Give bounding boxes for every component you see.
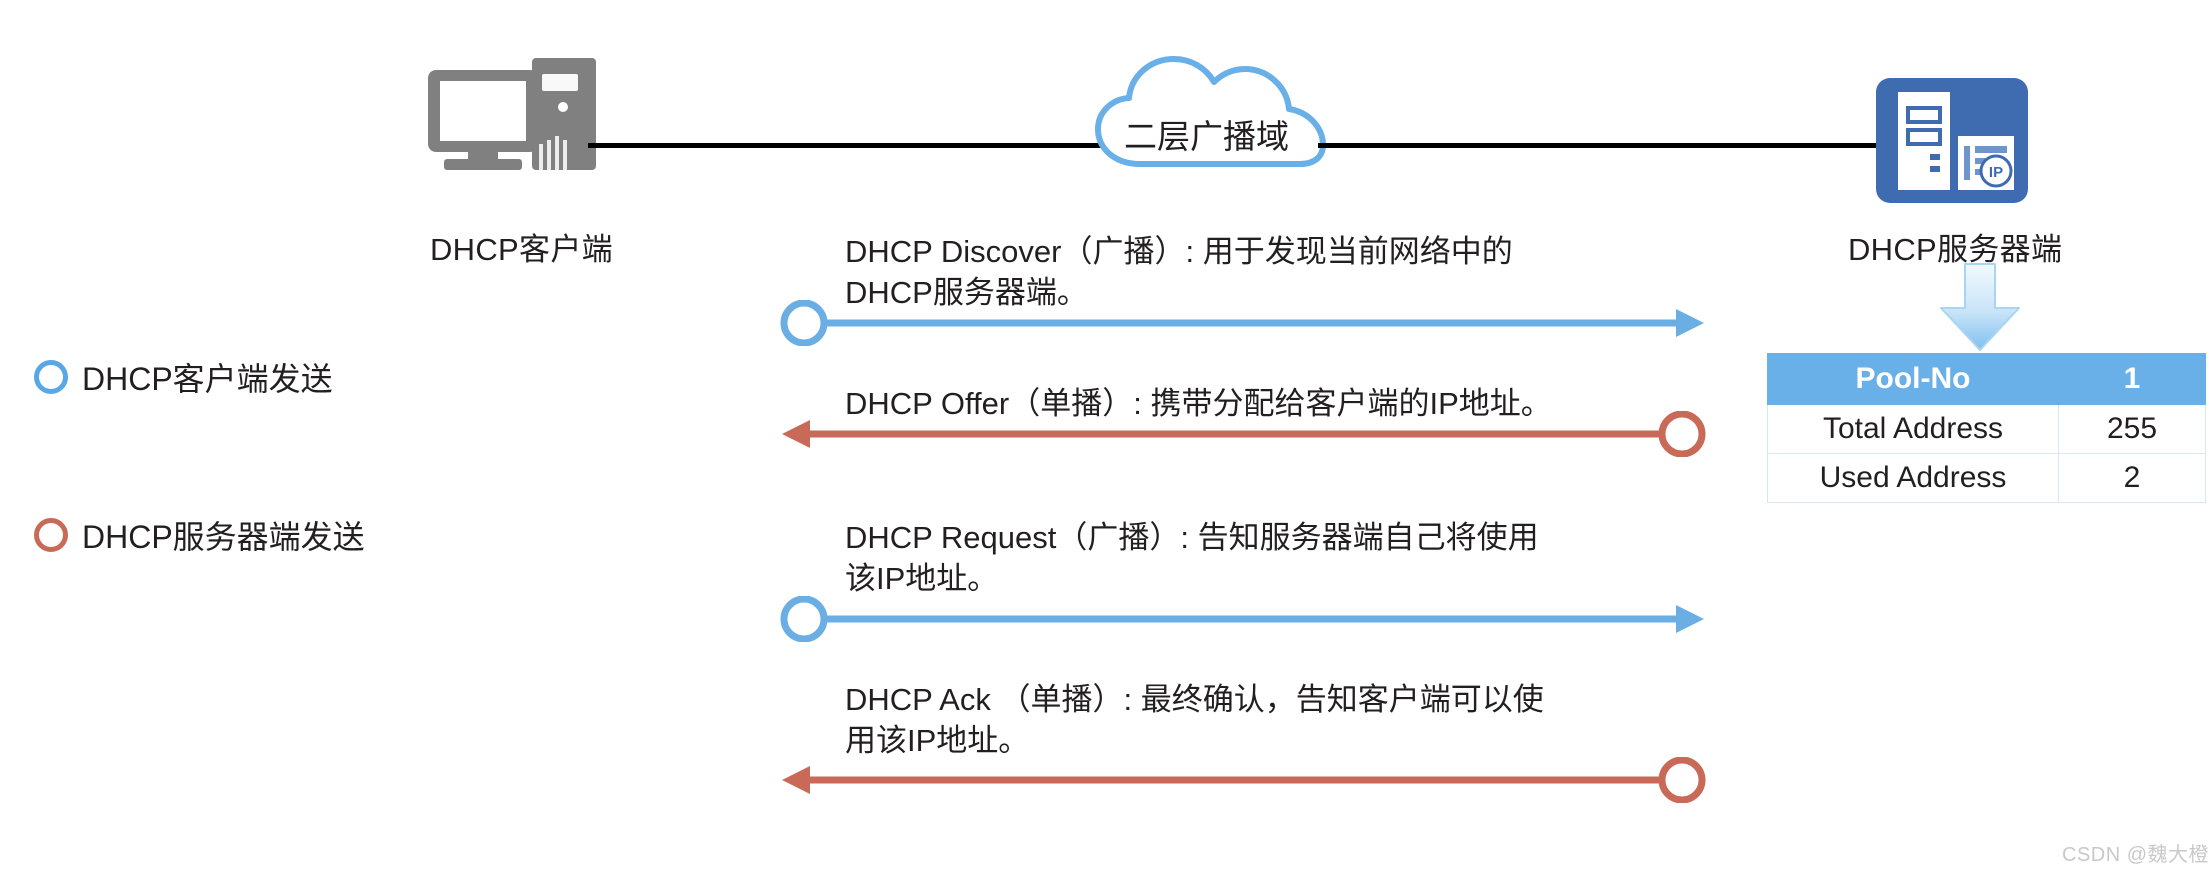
arrow-dhcp-discover: [778, 299, 1708, 347]
legend-item-client: DHCP客户端发送: [34, 354, 333, 400]
message-line: DHCP Ack （单播）: 最终确认，告知客户端可以使: [845, 682, 1544, 717]
table-cell-value: 2: [2058, 453, 2206, 503]
watermark-label: CSDN @魏大橙: [2062, 844, 2210, 866]
link-cloud-to-server: [1318, 143, 1880, 148]
arrow-dhcp-ack: [778, 756, 1708, 804]
cloud-label: 二层广播域: [1124, 118, 1289, 155]
server-ip-icon: IP: [1876, 78, 2028, 203]
table-header-key: Pool-No: [1767, 353, 2059, 405]
message-line: 该IP地址。: [845, 560, 999, 596]
client-node-label: DHCP客户端: [430, 232, 613, 267]
link-client-to-cloud: [588, 143, 1108, 148]
message-line: DHCP Discover（广播）: 用于发现当前网络中的: [845, 234, 1513, 269]
table-row-header: Pool-No 1: [1767, 353, 2206, 405]
cloud-icon: [1092, 52, 1330, 174]
message-text-dhcp-offer: DHCP Offer（单播）: 携带分配给客户端的IP地址。: [845, 384, 1745, 425]
table-cell-value: 255: [2058, 404, 2206, 454]
legend-label-server: DHCP服务器端发送: [82, 519, 365, 555]
table-cell-key: Used Address: [1767, 453, 2059, 503]
address-pool-table: Pool-No 1 Total Address 255 Used Address…: [1767, 353, 2206, 503]
circle-outline-icon: [34, 518, 68, 552]
message-text-dhcp-ack: DHCP Ack （单播）: 最终确认，告知客户端可以使 用该IP地址。: [845, 680, 1685, 762]
down-arrow-icon: [1937, 262, 2023, 352]
message-line: DHCP服务器端。: [845, 274, 1088, 310]
message-text-dhcp-request: DHCP Request（广播）: 告知服务器端自己将使用 该IP地址。: [845, 518, 1685, 600]
legend-label-client: DHCP客户端发送: [82, 361, 333, 397]
desktop-computer-icon: [424, 52, 600, 177]
table-row: Used Address 2: [1767, 453, 2206, 503]
table-cell-key: Total Address: [1767, 404, 2059, 454]
message-line: 用该IP地址。: [845, 722, 1030, 758]
arrow-dhcp-request: [778, 595, 1708, 643]
message-line: DHCP Offer（单播）: 携带分配给客户端的IP地址。: [845, 386, 1552, 421]
message-text-dhcp-discover: DHCP Discover（广播）: 用于发现当前网络中的 DHCP服务器端。: [845, 232, 1685, 314]
svg-text:IP: IP: [1989, 164, 2003, 181]
legend-item-server: DHCP服务器端发送: [34, 512, 365, 558]
table-header-value: 1: [2058, 353, 2206, 405]
server-node-label: DHCP服务器端: [1848, 232, 2063, 267]
circle-outline-icon: [34, 360, 68, 394]
message-line: DHCP Request（广播）: 告知服务器端自己将使用: [845, 520, 1539, 555]
table-row: Total Address 255: [1767, 404, 2206, 454]
arrow-dhcp-offer: [778, 410, 1708, 458]
